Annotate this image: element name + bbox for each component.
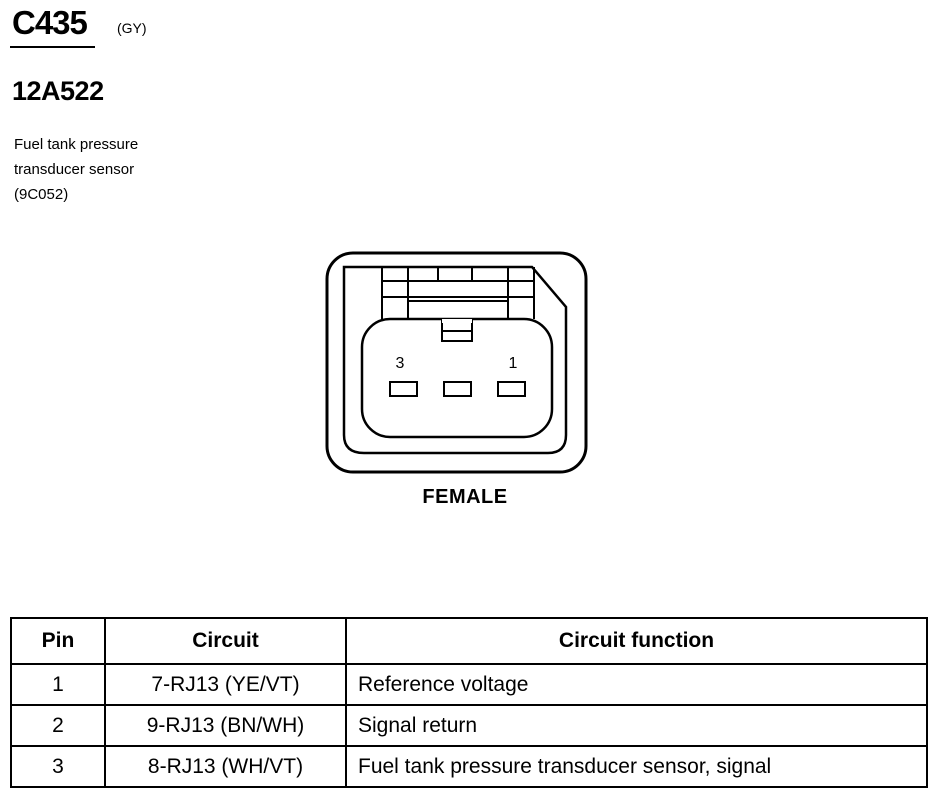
connector-description: Fuel tank pressure transducer sensor (9C…: [14, 132, 214, 207]
pin-cavity-3: [389, 381, 418, 397]
cell-function: Fuel tank pressure transducer sensor, si…: [345, 745, 928, 788]
cell-pin: 2: [10, 704, 106, 747]
latch-structure: [381, 267, 535, 319]
cell-pin: 3: [10, 745, 106, 788]
cell-circuit: 8-RJ13 (WH/VT): [104, 745, 347, 788]
header-circuit: Circuit: [104, 617, 347, 665]
connector-housing-outer: [325, 251, 588, 474]
pin-label-1: 1: [509, 355, 518, 372]
connector-color: (GY): [117, 20, 147, 36]
connector-id: C435: [12, 4, 88, 41]
table-row: 1 7-RJ13 (YE/VT) Reference voltage: [10, 663, 928, 706]
connector-id-underline: [10, 46, 95, 48]
pin-label-3: 3: [396, 355, 405, 372]
table-row: 3 8-RJ13 (WH/VT) Fuel tank pressure tran…: [10, 745, 928, 788]
description-line: Fuel tank pressure: [14, 136, 139, 153]
connector-gender: FEMALE: [422, 486, 508, 508]
connector-face-diagram: 3 1: [325, 251, 588, 474]
description-line: transducer sensor: [14, 161, 135, 178]
description-line: (9C052): [14, 186, 69, 203]
cell-pin: 1: [10, 663, 106, 706]
table-row: 2 9-RJ13 (BN/WH) Signal return: [10, 704, 928, 747]
pinout-table: Pin Circuit Circuit function 1 7-RJ13 (Y…: [10, 617, 928, 788]
connector-housing-inner: [342, 265, 568, 455]
pin-cavity-2: [443, 381, 472, 397]
header-circuit-function: Circuit function: [345, 617, 928, 665]
cell-function: Signal return: [345, 704, 928, 747]
pin-cavity-1: [497, 381, 526, 397]
part-number: 12A522: [12, 76, 104, 106]
cell-function: Reference voltage: [345, 663, 928, 706]
cell-circuit: 7-RJ13 (YE/VT): [104, 663, 347, 706]
header-pin: Pin: [10, 617, 106, 665]
cell-circuit: 9-RJ13 (BN/WH): [104, 704, 347, 747]
table-header-row: Pin Circuit Circuit function: [10, 617, 928, 665]
